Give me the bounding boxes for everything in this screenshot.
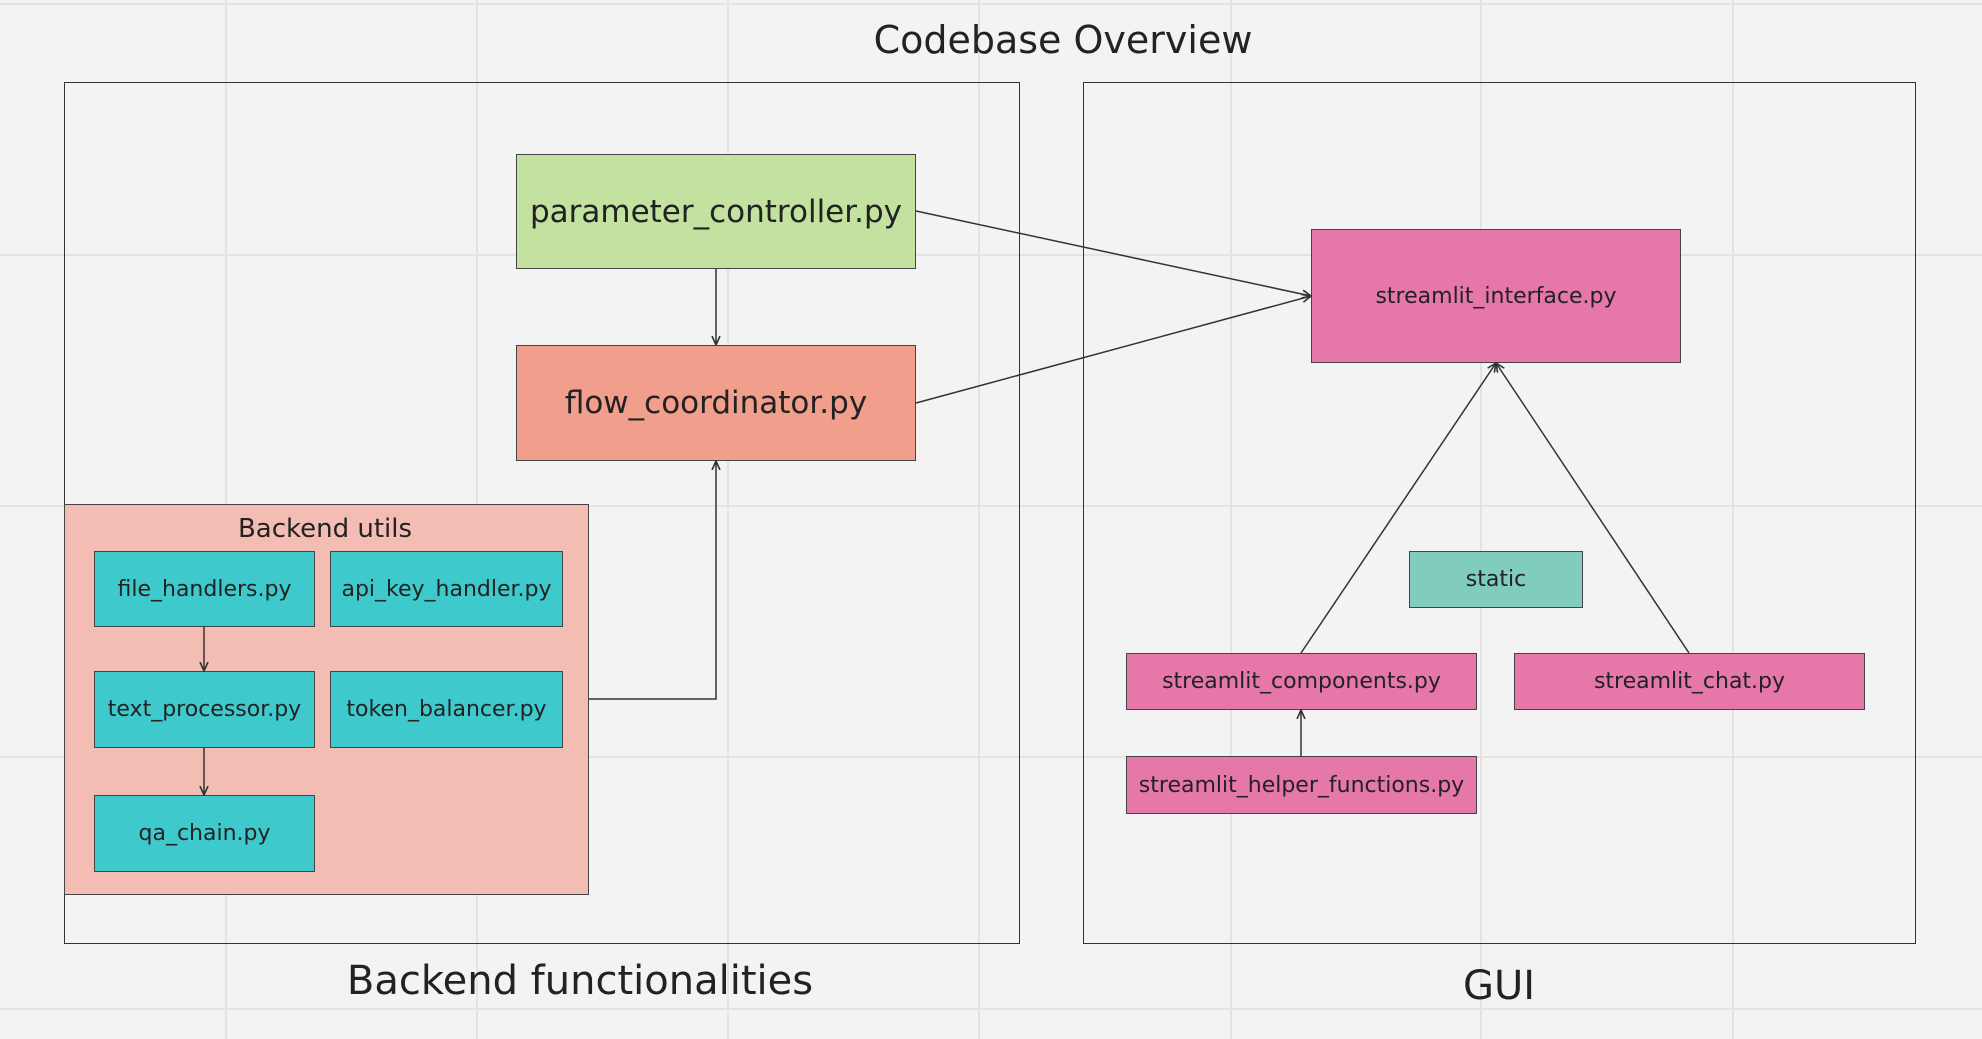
grid-line — [0, 756, 1982, 758]
flow-coordinator-node[interactable]: flow_coordinator.py — [516, 345, 916, 461]
text-processor-node[interactable]: text_processor.py — [94, 671, 315, 748]
file-handlers-node[interactable]: file_handlers.py — [94, 551, 315, 627]
streamlit-components-node[interactable]: streamlit_components.py — [1126, 653, 1477, 710]
edge-chat-to-interface — [1496, 363, 1690, 654]
grid-line — [727, 0, 729, 1039]
grid-line — [1732, 0, 1734, 1039]
diagram-title: Codebase Overview — [873, 18, 1253, 62]
edge-utils-to-flow — [589, 461, 716, 700]
gui-frame-label: GUI — [1462, 963, 1536, 1009]
backend-frame-label: Backend functionalities — [346, 958, 814, 1004]
grid-line — [1230, 0, 1232, 1039]
streamlit-interface-node[interactable]: streamlit_interface.py — [1311, 229, 1681, 363]
static-folder-node[interactable]: static — [1409, 551, 1583, 608]
grid-line — [1480, 0, 1482, 1039]
grid-line — [0, 254, 1982, 256]
edge-components-to-interface — [1300, 363, 1496, 654]
grid-line — [0, 505, 1982, 507]
parameter-controller-node[interactable]: parameter_controller.py — [516, 154, 916, 269]
edge-flow-to-interface — [915, 296, 1311, 404]
token-balancer-node[interactable]: token_balancer.py — [330, 671, 563, 748]
streamlit-helper-functions-node[interactable]: streamlit_helper_functions.py — [1126, 756, 1477, 814]
grid-line — [978, 0, 980, 1039]
edge-parameter-to-interface — [915, 210, 1311, 296]
gui-frame[interactable] — [1083, 82, 1916, 944]
backend-utils-label: Backend utils — [237, 514, 413, 544]
grid-line — [0, 3, 1982, 5]
grid-line — [0, 1008, 1982, 1010]
streamlit-chat-node[interactable]: streamlit_chat.py — [1514, 653, 1865, 710]
api-key-handler-node[interactable]: api_key_handler.py — [330, 551, 563, 627]
